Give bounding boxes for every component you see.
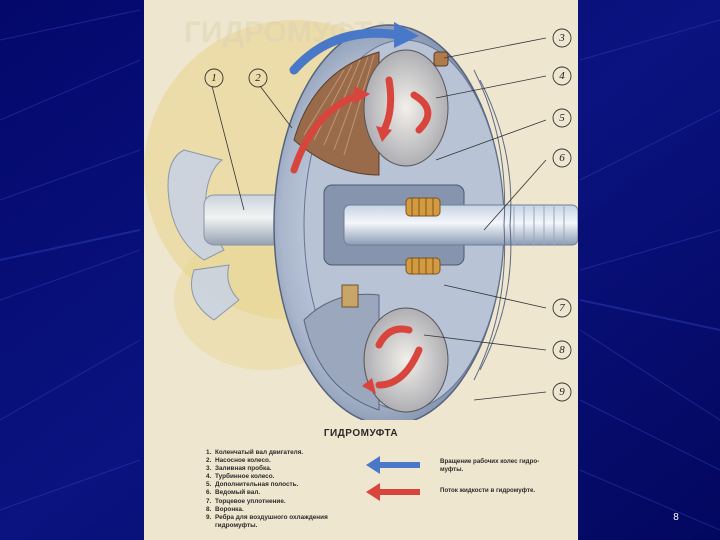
pump-wheel-lower <box>303 293 380 411</box>
legend-item: 3.Заливная пробка. <box>206 465 272 473</box>
face-seal-spring <box>405 197 441 275</box>
legend-item: 2.Насосное колесо. <box>206 457 271 465</box>
callout-7: 7 <box>559 302 565 314</box>
callout-8: 8 <box>559 344 565 356</box>
fluid-coupling-poster: ГИДРОМУФТА <box>144 0 578 540</box>
callout-2: 2 <box>255 72 261 84</box>
parts-legend: 1.Коленчатый вал двигателя. 2.Насосное к… <box>206 449 378 530</box>
legend-item: 4.Турбинное колесо. <box>206 473 275 481</box>
leader-lines <box>211 37 547 401</box>
callout-circles <box>204 28 572 402</box>
poster-title: ГИДРОМУФТА <box>323 428 399 439</box>
red-flow-arrows <box>290 76 432 389</box>
callout-5: 5 <box>559 112 565 124</box>
callout-9: 9 <box>559 386 565 398</box>
driven-shaft <box>343 204 578 246</box>
fluid-coupling-illustration: ГИДРОМУФТА <box>144 16 578 420</box>
blue-arrow-caption: Вращение рабочих колес гидро-муфты. <box>440 458 540 473</box>
turbine-cavity-lower <box>363 307 449 413</box>
red-arrow-caption: Поток жидкости в гидромуфте. <box>440 487 536 494</box>
callout-3: 3 <box>559 32 565 44</box>
legend-item: 7.Торцевое уплотнение. <box>206 497 286 505</box>
legend-item: гидромуфты. <box>215 521 258 529</box>
blue-rotation-arrow <box>289 28 404 75</box>
turbine-cavity-upper <box>363 49 449 167</box>
callout-4: 4 <box>559 70 565 82</box>
slide-page-number: 8 <box>673 512 679 523</box>
legend-item: 6.Ведомый вал. <box>206 489 261 497</box>
legend-item: 1.Коленчатый вал двигателя. <box>206 449 304 456</box>
legend-item: 9.Ребра для воздушного охлаждения <box>206 513 328 521</box>
callout-1: 1 <box>211 72 217 84</box>
legend-item: 8.Воронка. <box>206 505 244 513</box>
pump-wheel-upper <box>293 51 380 176</box>
legend-item: 5.Дополнительная полость. <box>206 481 299 489</box>
filler-plug <box>433 51 449 67</box>
callout-6: 6 <box>559 152 565 164</box>
